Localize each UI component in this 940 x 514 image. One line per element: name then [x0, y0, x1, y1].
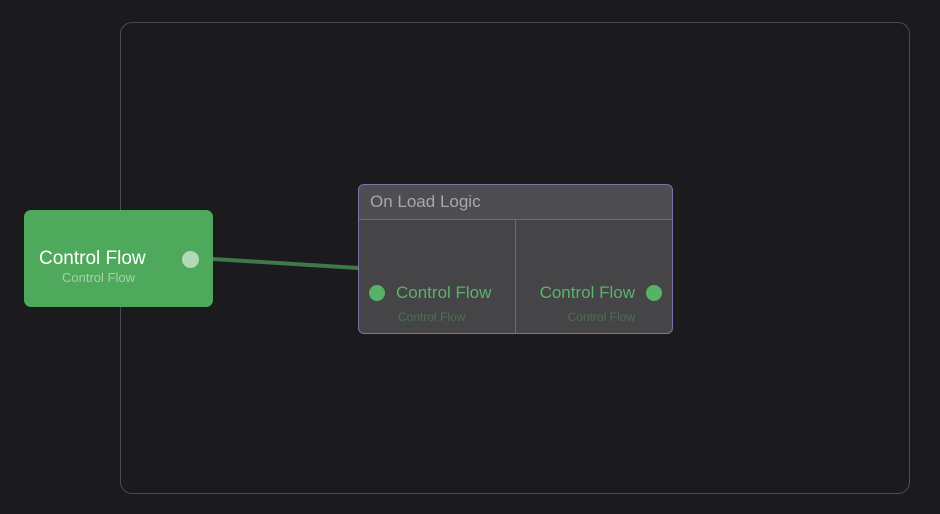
group-output-port-label: Control Flow — [539, 283, 635, 302]
node-on-load-logic-group[interactable]: On Load Logic Control Flow Control Flow … — [358, 184, 673, 334]
group-output-port-dot-icon[interactable] — [646, 285, 662, 301]
group-output-port-column: Control Flow Control Flow — [515, 220, 672, 333]
group-node-title: On Load Logic — [370, 192, 481, 211]
source-output-port-dot-icon[interactable] — [182, 250, 199, 268]
source-node-port-row: Control Flow — [24, 244, 213, 274]
source-node-subtitle: Control Flow — [62, 270, 135, 285]
source-node-title: Control Flow — [39, 248, 146, 269]
group-node-body: Control Flow Control Flow Control Flow C… — [359, 220, 672, 333]
node-control-flow-source[interactable]: Control Flow Control Flow — [24, 210, 213, 307]
group-output-port-sublabel: Control Flow — [567, 310, 635, 324]
group-output-port-row: Control Flow — [516, 283, 672, 303]
group-node-header[interactable]: On Load Logic — [359, 185, 672, 220]
group-input-port-row: Control Flow — [359, 283, 515, 303]
group-input-port-column: Control Flow Control Flow — [359, 220, 515, 333]
group-input-port-label: Control Flow — [396, 283, 492, 302]
group-input-port-sublabel: Control Flow — [398, 310, 466, 324]
group-input-port-dot-icon[interactable] — [369, 285, 385, 301]
